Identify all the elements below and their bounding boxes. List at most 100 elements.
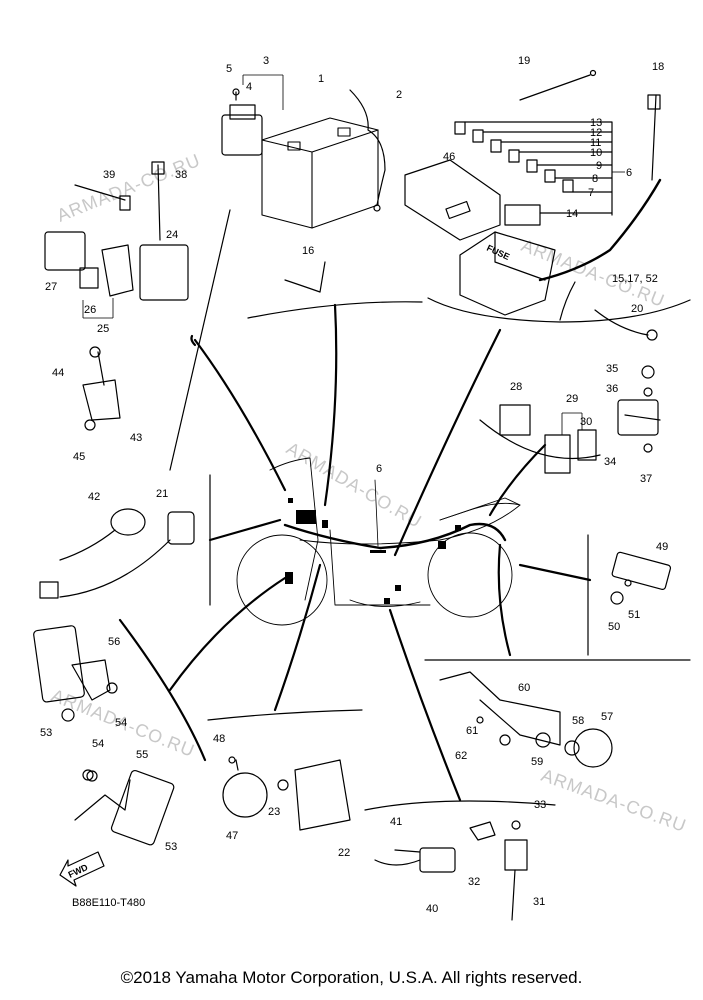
callout-16: 16	[302, 245, 314, 257]
callout-45: 45	[73, 451, 85, 463]
top-right-group-border	[427, 297, 691, 323]
reflector-53b	[110, 769, 175, 846]
relay-26	[79, 267, 99, 289]
right-group-border	[479, 419, 601, 460]
callout-54: 54	[92, 738, 104, 750]
left-group-border	[169, 209, 231, 471]
fwd-arrow	[59, 851, 105, 887]
callout-9: 9	[596, 160, 602, 172]
switch-40	[374, 847, 456, 873]
callout-60: 60	[518, 682, 530, 694]
callout-14: 14	[566, 208, 578, 220]
relay-24	[139, 244, 189, 301]
watermarks: ARMADA-CO.RU ARMADA-CO.RU ARMADA-CO.RU A…	[49, 150, 690, 836]
callout-41: 41	[390, 816, 402, 828]
callout-50: 50	[608, 621, 620, 633]
callout-46: 46	[443, 151, 455, 163]
callout-2: 2	[396, 89, 402, 101]
callout-49: 49	[656, 541, 668, 553]
callout-61: 61	[466, 725, 478, 737]
callout-20: 20	[631, 303, 643, 315]
callout-11: 11	[590, 137, 601, 149]
callout-53: 53	[40, 727, 52, 739]
callout-48: 48	[213, 733, 225, 745]
main-switch-42	[59, 508, 146, 561]
callout-24: 24	[166, 229, 178, 241]
relay-28	[499, 404, 531, 436]
relay-27	[44, 231, 86, 271]
callout-23: 23	[268, 806, 280, 818]
sensor-43	[82, 346, 121, 431]
relay-29	[544, 434, 571, 474]
bottom-right2-group-border	[364, 800, 556, 811]
callout-34: 34	[604, 456, 616, 468]
callout-26: 26	[84, 304, 96, 316]
callout-1: 1	[318, 73, 324, 85]
callout-39: 39	[103, 169, 115, 181]
callout-32: 32	[468, 876, 480, 888]
diagram-code: B88E110-T480	[72, 897, 145, 909]
callout-31: 31	[533, 896, 545, 908]
callout-5: 5	[226, 63, 232, 75]
battery-lead	[349, 89, 386, 206]
leader-lines	[118, 303, 592, 802]
callout-43: 43	[130, 432, 142, 444]
callout-62: 62	[455, 750, 467, 762]
bracket-60	[439, 671, 561, 746]
cover-57	[573, 728, 613, 768]
reflector-53	[33, 625, 85, 703]
callout-21: 21	[156, 488, 168, 500]
location-marks	[285, 498, 461, 604]
callout-6: 6	[376, 463, 382, 475]
callout-47: 47	[226, 830, 238, 842]
starter-relay	[221, 88, 263, 156]
fuse-box-label: FUSE	[485, 243, 511, 262]
callout-19: 19	[518, 55, 530, 67]
diode	[504, 204, 541, 226]
callout-40: 40	[426, 903, 438, 915]
callout-27: 27	[45, 281, 57, 293]
electrical-parts-diagram: ARMADA-CO.RU ARMADA-CO.RU ARMADA-CO.RU A…	[33, 55, 691, 921]
callout-58: 58	[572, 715, 584, 727]
battery	[261, 117, 379, 229]
fuse-cover	[404, 159, 501, 241]
callout-labels: 1 2 3 4 5 6 6 7 8 9 10 11 12 13 14 15,17…	[40, 55, 668, 915]
fuses	[454, 121, 613, 216]
callout-30: 30	[580, 416, 592, 428]
callout-56: 56	[108, 636, 120, 648]
callout-15-17-52: 15,17, 52	[612, 273, 658, 285]
horn	[222, 772, 268, 818]
callout-57: 57	[601, 711, 613, 723]
callout-7: 7	[588, 187, 594, 199]
motorcycle-outline	[236, 457, 521, 626]
callout-12: 12	[590, 127, 602, 139]
callout-51: 51	[628, 609, 640, 621]
callout-42: 42	[88, 491, 100, 503]
front-wheel	[236, 534, 328, 626]
copyright-notice: ©2018 Yamaha Motor Corporation, U.S.A. A…	[120, 968, 583, 987]
main-harness	[283, 522, 507, 550]
callout-54: 54	[115, 717, 127, 729]
ecu	[294, 759, 351, 831]
callout-22: 22	[338, 847, 350, 859]
callout-4: 4	[246, 81, 252, 93]
callout-38: 38	[175, 169, 187, 181]
rear-wheel	[427, 532, 513, 618]
callout-13: 13	[590, 117, 602, 129]
callout-53: 53	[165, 841, 177, 853]
relay-30	[577, 429, 597, 461]
callout-29: 29	[566, 393, 578, 405]
callout-3: 3	[263, 55, 269, 67]
fuse-box	[459, 231, 556, 316]
watermark: ARMADA-CO.RU	[539, 765, 690, 836]
callout-28: 28	[510, 381, 522, 393]
sensor-34	[617, 399, 659, 436]
coupler-21	[167, 511, 195, 545]
callout-18: 18	[652, 61, 664, 73]
callout-59: 59	[531, 756, 543, 768]
callout-10: 10	[590, 147, 602, 159]
top-group-border	[247, 301, 423, 319]
callout-55: 55	[136, 749, 148, 761]
callout-36: 36	[606, 383, 618, 395]
watermark: ARMADA-CO.RU	[54, 150, 203, 226]
